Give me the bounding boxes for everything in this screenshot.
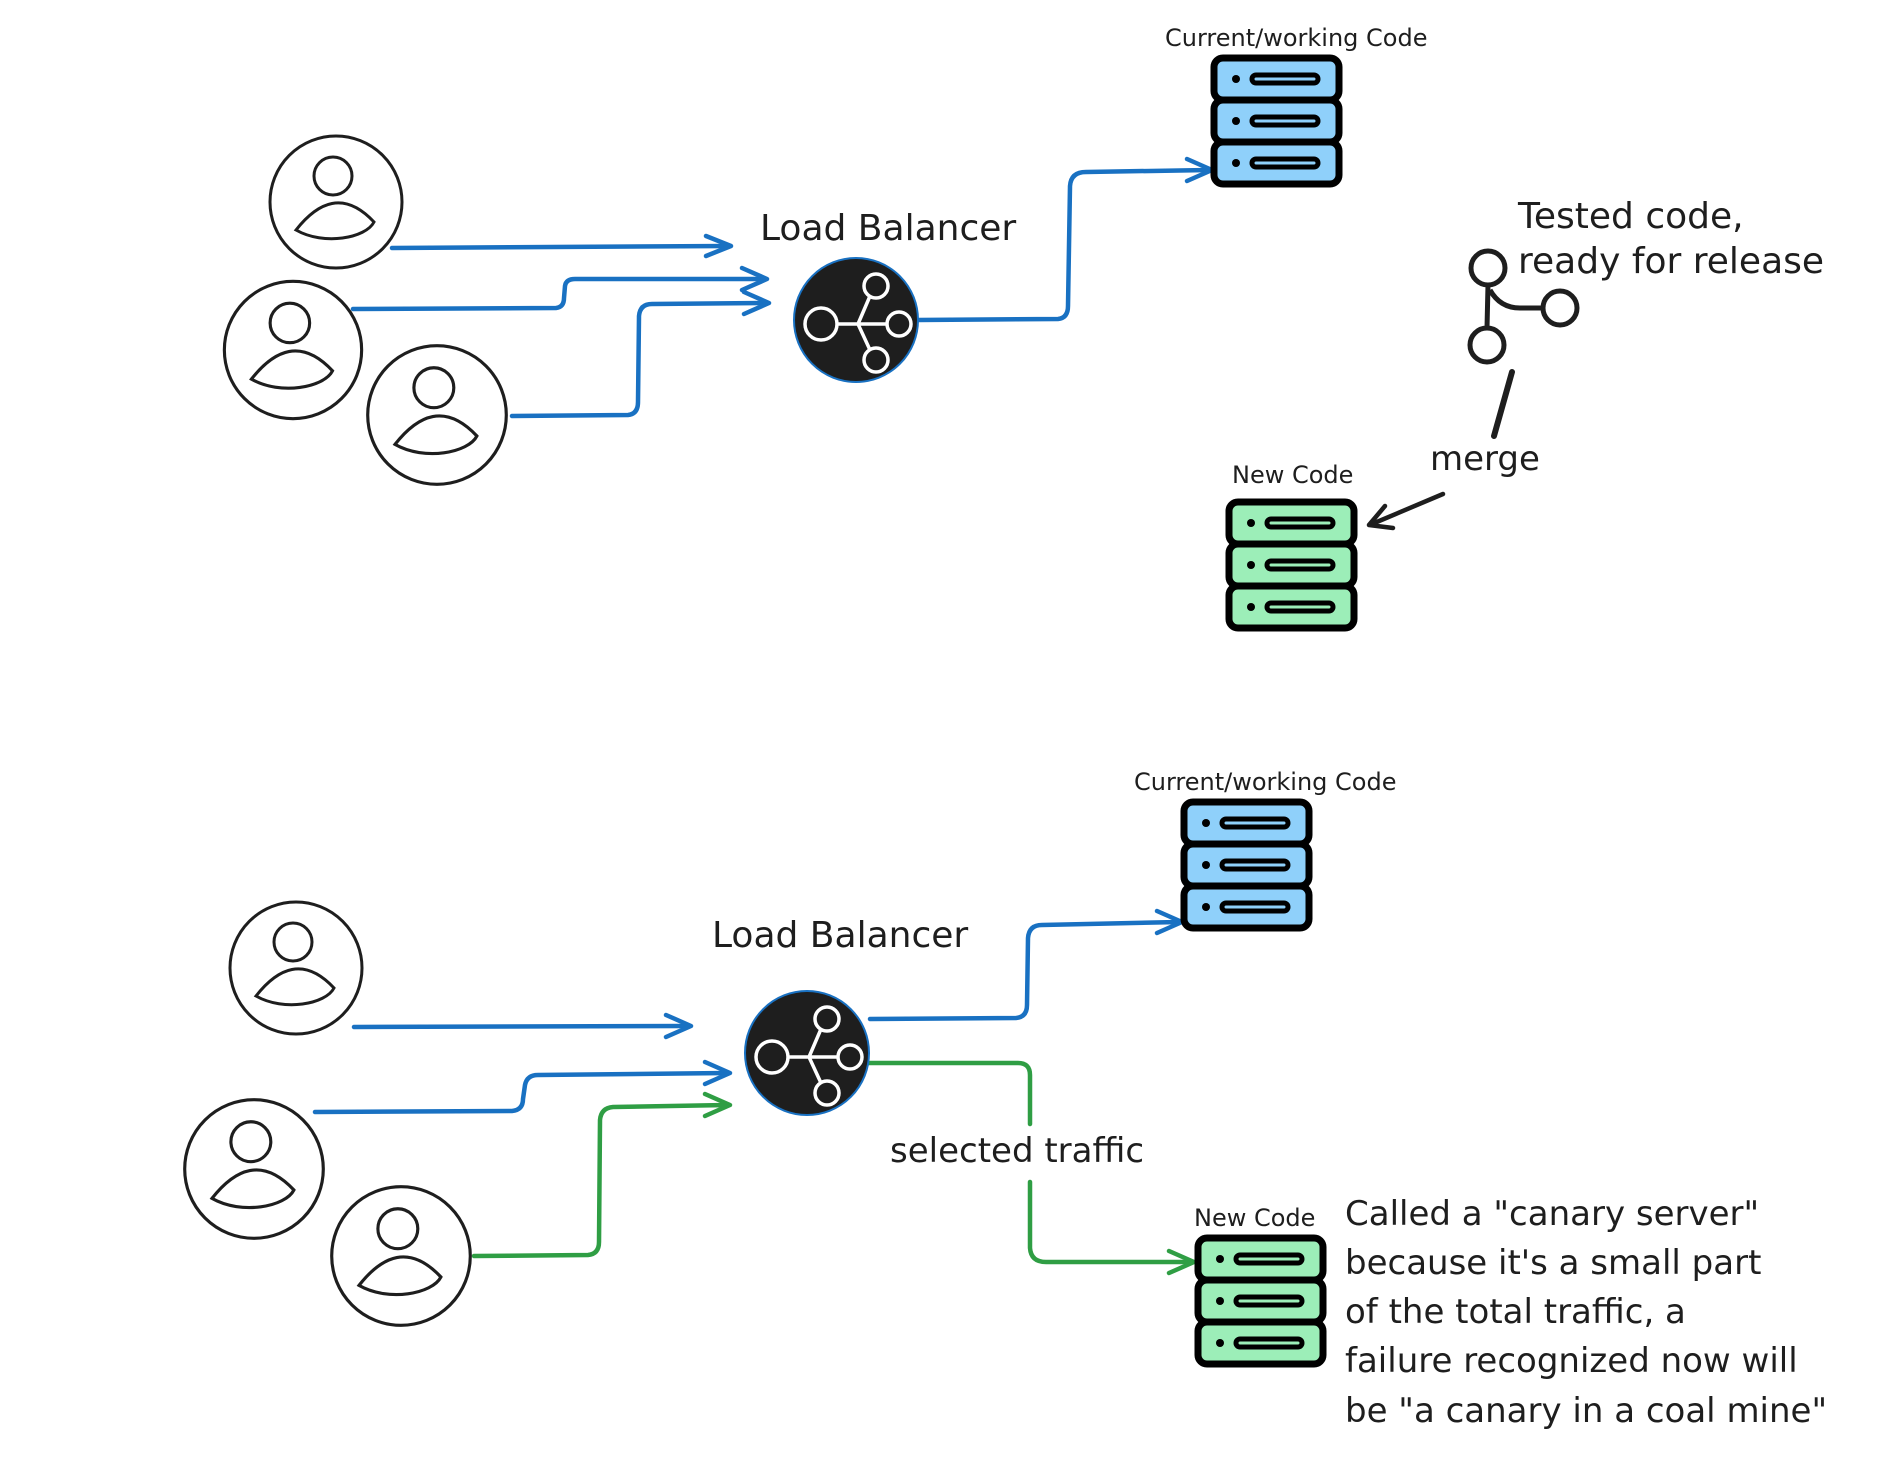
- canary-note-line: be "a canary in a coal mine": [1345, 1391, 1827, 1431]
- current-server-label: Current/working Code: [1134, 768, 1397, 796]
- bottom-section: Load Balancer Current/working Code selec…: [183, 768, 1827, 1431]
- arrowhead-icon: [703, 233, 734, 259]
- top-section: Load Balancer Current/working Code Teste…: [222, 24, 1824, 628]
- user-icon: [222, 279, 364, 421]
- user-icon: [366, 344, 508, 486]
- arrowhead-icon: [702, 1059, 733, 1087]
- git-branch-icon: [1467, 248, 1580, 365]
- new-server-icon: [1229, 502, 1354, 628]
- merge-label: merge: [1430, 439, 1540, 479]
- new-server-label: New Code: [1232, 461, 1353, 489]
- bottom-flows: [312, 908, 1197, 1276]
- branch-note-line1: Tested code,: [1517, 196, 1744, 237]
- arrowhead-icon: [1366, 503, 1396, 531]
- user-icon: [268, 134, 404, 270]
- canary-note-line: failure recognized now will: [1345, 1341, 1798, 1381]
- top-flows: [350, 156, 1446, 531]
- load-balancer-icon: [792, 256, 920, 384]
- arrowhead-icon: [741, 289, 772, 317]
- branch-note-line2: ready for release: [1518, 241, 1824, 282]
- selected-traffic-label: selected traffic: [890, 1131, 1144, 1171]
- branch-connector: [1491, 369, 1515, 439]
- flow-user1-to-lb: [389, 233, 734, 259]
- load-balancer-label: Load Balancer: [712, 915, 968, 956]
- current-server-icon: [1214, 58, 1339, 184]
- arrowhead-icon: [1166, 1248, 1197, 1276]
- arrowhead-icon: [702, 1091, 733, 1119]
- arrowhead-icon: [663, 1012, 694, 1040]
- canary-note-line: of the total traffic, a: [1345, 1292, 1686, 1332]
- flow-user2-to-lb: [312, 1059, 733, 1115]
- canary-note-line: because it's a small part: [1345, 1243, 1761, 1283]
- canary-note: Called a "canary server" because it's a …: [1345, 1194, 1827, 1431]
- current-server-label: Current/working Code: [1165, 24, 1428, 52]
- flow-user3-to-lb: [471, 1091, 733, 1259]
- flow-user3-to-lb: [509, 289, 772, 419]
- user-icon: [330, 1185, 472, 1327]
- load-balancer-label: Load Balancer: [760, 208, 1016, 249]
- arrowhead-icon: [739, 265, 770, 293]
- flow-lb-to-new-server: [865, 1060, 1197, 1276]
- new-server-icon: [1198, 1238, 1323, 1364]
- new-server-label: New Code: [1194, 1204, 1315, 1232]
- user-icon: [228, 900, 364, 1036]
- flow-merge-to-new-server: [1366, 491, 1446, 531]
- current-server-icon: [1184, 802, 1309, 928]
- flow-user2-to-lb: [350, 265, 770, 312]
- canary-note-line: Called a "canary server": [1345, 1194, 1759, 1234]
- flow-user1-to-lb: [351, 1012, 694, 1040]
- load-balancer-icon: [743, 989, 871, 1117]
- user-icon: [183, 1098, 325, 1240]
